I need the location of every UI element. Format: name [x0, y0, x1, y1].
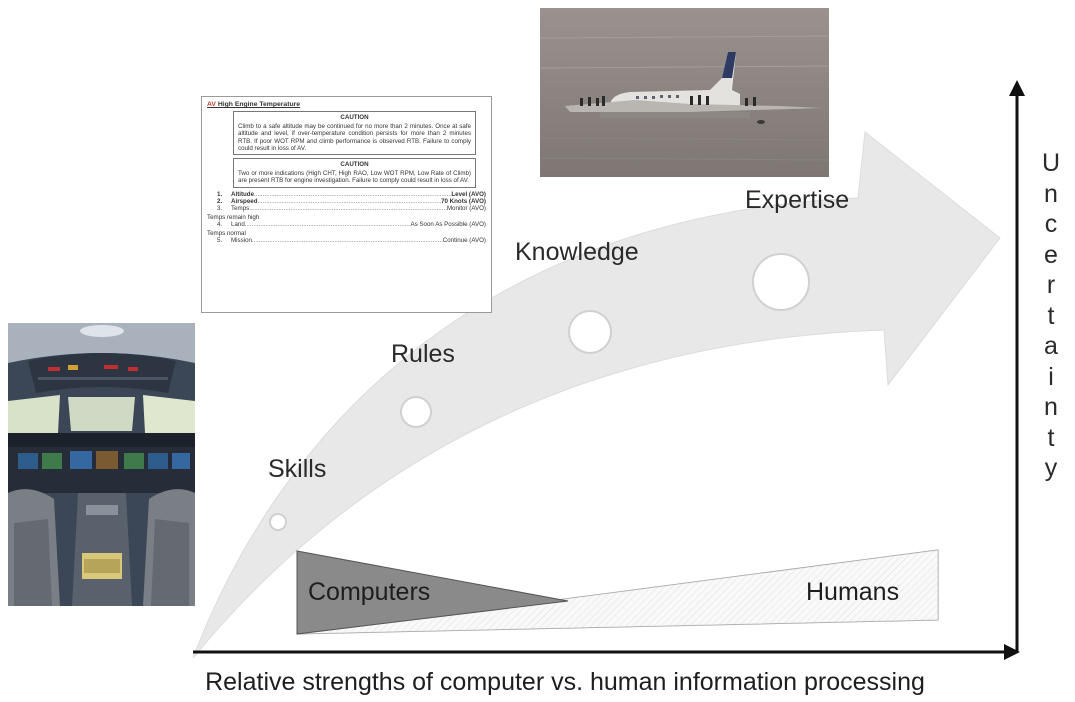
computers-wedge: [296, 550, 569, 635]
computers-label: Computers: [308, 578, 431, 606]
step-action: As Soon As Possible (AVO): [410, 221, 486, 229]
step-item: Temps: [231, 205, 250, 213]
y-axis-letter: r: [1046, 271, 1056, 299]
checklist-document: AV High Engine Temperature CAUTION Climb…: [201, 96, 492, 313]
step-leader-dots: [245, 221, 411, 228]
caution-box-1: CAUTION Climb to a safe altitude may be …: [233, 111, 476, 156]
step-number: 1.: [217, 190, 223, 198]
caution-box-2: CAUTION Two or more indications (High CH…: [233, 158, 476, 188]
y-axis-letter: t: [1047, 423, 1055, 452]
x-axis-label: Relative strengths of computer vs. human…: [205, 668, 925, 696]
step-number: 5.: [217, 237, 223, 245]
y-axis-letter: t: [1047, 301, 1055, 330]
checklist-title-prefix: AV: [207, 101, 216, 108]
cockpit-photo: [8, 323, 195, 606]
step-leader-dots: [257, 198, 441, 205]
step-number: 2.: [217, 198, 223, 206]
knowledge-circle: [568, 310, 612, 354]
y-axis-arrowhead: [1009, 80, 1025, 96]
checklist-step: 2. Airspeed 70 Knots (AVO): [217, 198, 486, 205]
stage-label-skills: Skills: [268, 455, 327, 483]
step-action: Monitor (AVO): [446, 205, 486, 213]
y-axis-letter: n: [1044, 179, 1058, 208]
y-axis-letter: c: [1044, 210, 1058, 238]
checklist-condition: Temps normal: [207, 229, 246, 237]
stage-label-rules: Rules: [391, 340, 455, 368]
step-item: Mission: [231, 237, 252, 245]
step-item: Airspeed: [231, 198, 258, 206]
stage-label-expertise: Expertise: [745, 186, 850, 214]
x-axis-arrowhead: [1004, 644, 1020, 660]
airplane-water-photo: [540, 8, 829, 177]
step-number: 4.: [217, 221, 223, 229]
step-item: Altitude: [231, 190, 255, 198]
y-axis-letter: a: [1044, 332, 1058, 360]
step-action: Continue (AVO): [442, 237, 486, 245]
step-leader-dots: [249, 205, 447, 212]
y-axis-letter: i: [1048, 362, 1054, 391]
y-axis-label: U n c e r t a i n t y: [1036, 148, 1066, 484]
step-leader-dots: [254, 191, 451, 198]
caution-heading-1: CAUTION: [340, 114, 369, 122]
expertise-circle: [752, 253, 810, 311]
step-action: 70 Knots (AVO): [441, 198, 486, 206]
caution-heading-2: CAUTION: [340, 161, 369, 169]
checklist-title-text: High Engine Temperature: [217, 101, 301, 108]
y-axis-letter: e: [1044, 240, 1058, 269]
y-axis-letter: y: [1044, 454, 1058, 482]
y-axis-letter: U: [1041, 149, 1061, 177]
stage-label-knowledge: Knowledge: [515, 238, 639, 266]
step-item: Land: [231, 221, 245, 229]
step-leader-dots: [252, 237, 443, 244]
step-number: 3.: [217, 205, 223, 213]
skills-circle: [269, 513, 287, 531]
y-axis-letter: n: [1044, 393, 1058, 421]
caution-text-2: Two or more indications (High CHT, High …: [238, 169, 471, 185]
caution-text-1: Climb to a safe altitude may be continue…: [238, 122, 471, 153]
rules-circle: [400, 396, 432, 428]
step-action: Level (AVO): [451, 190, 486, 198]
checklist-step: 4. Land As Soon As Possible (AVO): [217, 221, 486, 228]
checklist-condition: Temps remain high: [207, 213, 260, 221]
checklist-step: 1. Altitude Level (AVO): [217, 191, 486, 198]
humans-label: Humans: [806, 578, 900, 606]
checklist-step: 5. Mission Continue (AVO): [217, 237, 486, 244]
checklist-title: AV High Engine Temperature: [207, 101, 486, 108]
checklist-step: 3. Temps Monitor (AVO): [217, 205, 486, 212]
